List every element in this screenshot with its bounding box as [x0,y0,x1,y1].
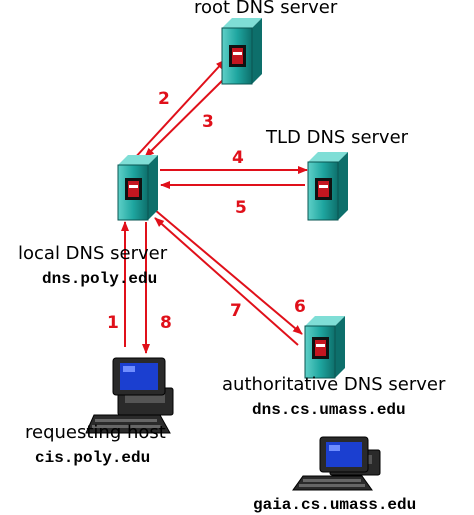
gaia-hostname: gaia.cs.umass.edu [253,496,417,514]
step-5-label: 5 [235,198,247,218]
root-server-label: root DNS server [194,0,338,18]
requesting-host-computer-icon [85,357,174,434]
arrows [121,59,308,354]
arrow-step-7 [154,217,299,346]
step-2-label: 2 [158,89,170,109]
arrow-step-6 [154,209,303,335]
tld-server-label: TLD DNS server [266,127,409,148]
step-6-label: 6 [294,297,306,317]
arrow-step-3 [144,70,233,158]
step-8-label: 8 [160,313,172,333]
root-server-icon [221,18,262,85]
local-server-hostname: dns.poly.edu [42,270,158,288]
arrow-step-2 [132,59,226,161]
gaia-computer-icon [292,436,381,491]
authoritative-server-hostname: dns.cs.umass.edu [252,401,406,419]
step-3-label: 3 [202,112,214,132]
requesting-host-label: requesting host [25,422,166,443]
authoritative-server-label: authoritative DNS server [222,374,446,395]
requesting-host-hostname: cis.poly.edu [35,449,151,467]
tld-server-icon [307,152,348,221]
authoritative-server-icon [304,316,345,379]
step-4-label: 4 [232,148,244,168]
local-server-label: local DNS server [18,243,168,264]
step-1-label: 1 [107,313,119,333]
local-server-icon [117,155,158,221]
step-7-label: 7 [230,301,242,321]
